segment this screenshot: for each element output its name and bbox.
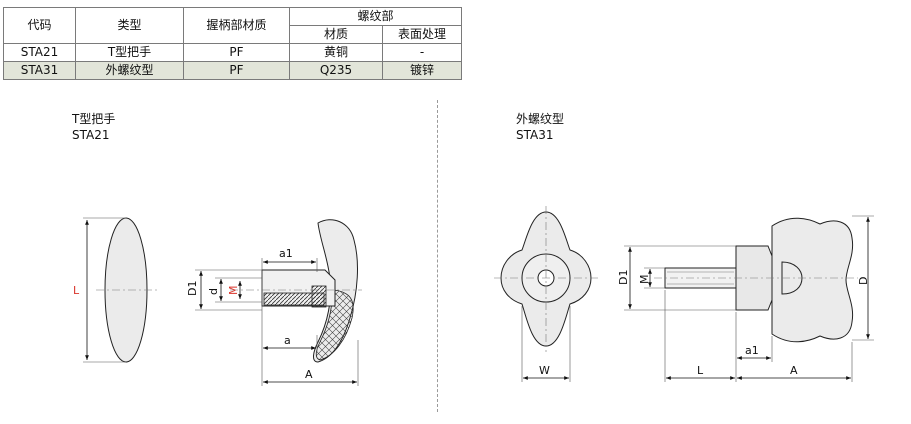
dim-D: D <box>857 277 870 285</box>
dim-d: d <box>207 288 220 295</box>
dim-a1: a1 <box>745 344 759 357</box>
col-header-code: 代码 <box>3 7 76 44</box>
left-drawing-code: STA21 <box>72 128 110 142</box>
col-header-thread-material: 材质 <box>289 25 383 44</box>
spec-table: 代码 类型 握柄部材质 螺纹部 材质 表面处理 STA21 T型把手 PF 黄铜… <box>3 7 462 80</box>
table-row: STA31 外螺纹型 PF Q235 镀锌 <box>3 61 462 80</box>
cell-thread-material: Q235 <box>289 61 383 80</box>
dim-D1: D1 <box>186 281 199 296</box>
sta31-front-view: W <box>494 206 598 382</box>
dim-A: A <box>790 364 798 377</box>
col-header-thread: 螺纹部 <box>289 7 462 26</box>
dim-D1: D1 <box>617 270 630 285</box>
cell-surface-treatment: 镀锌 <box>382 61 462 80</box>
left-caption: T型把手 STA21 <box>72 111 115 143</box>
dim-L: L <box>73 284 80 297</box>
dim-W: W <box>539 364 550 377</box>
dim-a1: a1 <box>279 247 293 260</box>
cell-type: T型把手 <box>75 43 184 62</box>
dim-A: A <box>305 368 313 381</box>
dim-L: L <box>697 364 704 377</box>
sta21-side-view: L <box>73 217 158 363</box>
col-header-surface-treatment: 表面处理 <box>382 25 462 44</box>
right-drawing-code: STA31 <box>516 128 554 142</box>
sta21-section-view: a1 a A D1 d M <box>186 219 362 386</box>
sta31-side-view: D1 M D L a1 A <box>617 215 874 382</box>
cell-thread-material: 黄铜 <box>289 43 383 62</box>
section-divider <box>437 100 438 412</box>
dim-M: M <box>638 275 651 285</box>
right-drawing-title: 外螺纹型 <box>516 112 565 126</box>
dim-M: M <box>227 286 240 296</box>
dim-a: a <box>284 334 291 347</box>
cell-type: 外螺纹型 <box>75 61 184 80</box>
cell-handle-material: PF <box>183 61 290 80</box>
right-caption: 外螺纹型 STA31 <box>516 111 564 143</box>
left-drawing-title: T型把手 <box>72 112 116 126</box>
